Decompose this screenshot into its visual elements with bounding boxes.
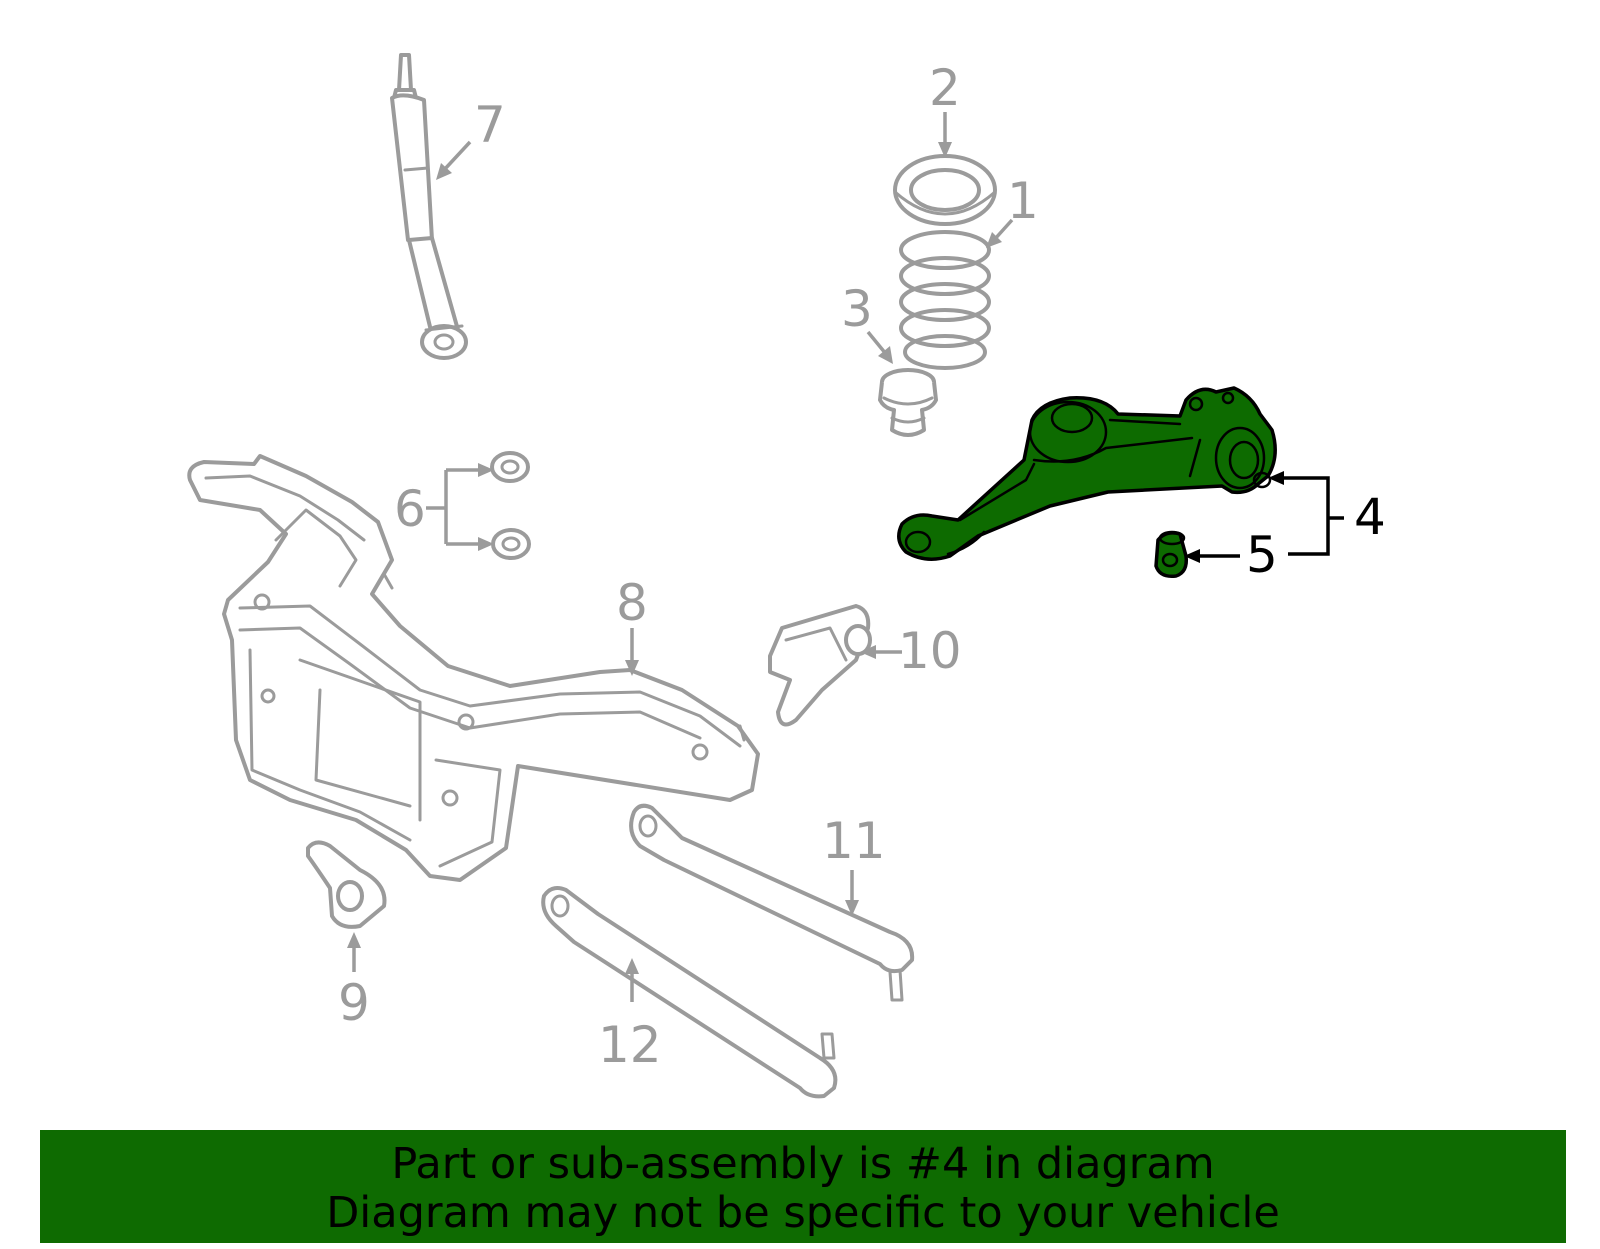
callout-10: 10 — [898, 622, 962, 680]
callout-7: 7 — [474, 96, 506, 154]
callout-12: 12 — [598, 1016, 662, 1074]
part-7-shock-absorber — [390, 53, 468, 360]
part-2-spring-insulator — [893, 154, 997, 226]
callout-1: 1 — [1007, 172, 1039, 230]
banner-line-2: Diagram may not be specific to your vehi… — [326, 1188, 1280, 1238]
callout-labels: 1 2 3 4 5 6 7 8 9 10 11 12 — [338, 59, 1386, 1074]
part-11-lateral-link — [629, 803, 915, 1002]
part-9-bracket — [306, 840, 387, 929]
callout-5: 5 — [1246, 526, 1278, 584]
part-1-coil-spring — [899, 230, 991, 370]
callout-4: 4 — [1354, 488, 1386, 546]
banner-line-1: Part or sub-assembly is #4 in diagram — [391, 1139, 1215, 1189]
callout-arrows-highlight — [1184, 471, 1344, 563]
part-10-bracket — [768, 604, 872, 727]
info-banner: Part or sub-assembly is #4 in diagram Di… — [40, 1130, 1566, 1243]
callout-9: 9 — [338, 974, 370, 1032]
part-12-lateral-link — [541, 886, 838, 1099]
callout-2: 2 — [929, 59, 961, 117]
part-5-bushing — [1154, 530, 1189, 579]
callout-3: 3 — [841, 280, 873, 338]
part-6-bushings — [490, 451, 531, 560]
callout-arrows — [347, 112, 1014, 1002]
callout-8: 8 — [616, 574, 648, 632]
part-8-crossmember — [187, 454, 760, 882]
part-4-control-arm — [897, 386, 1277, 561]
callout-11: 11 — [822, 812, 886, 870]
part-3-bump-stop — [878, 368, 938, 437]
callout-6: 6 — [394, 480, 426, 538]
